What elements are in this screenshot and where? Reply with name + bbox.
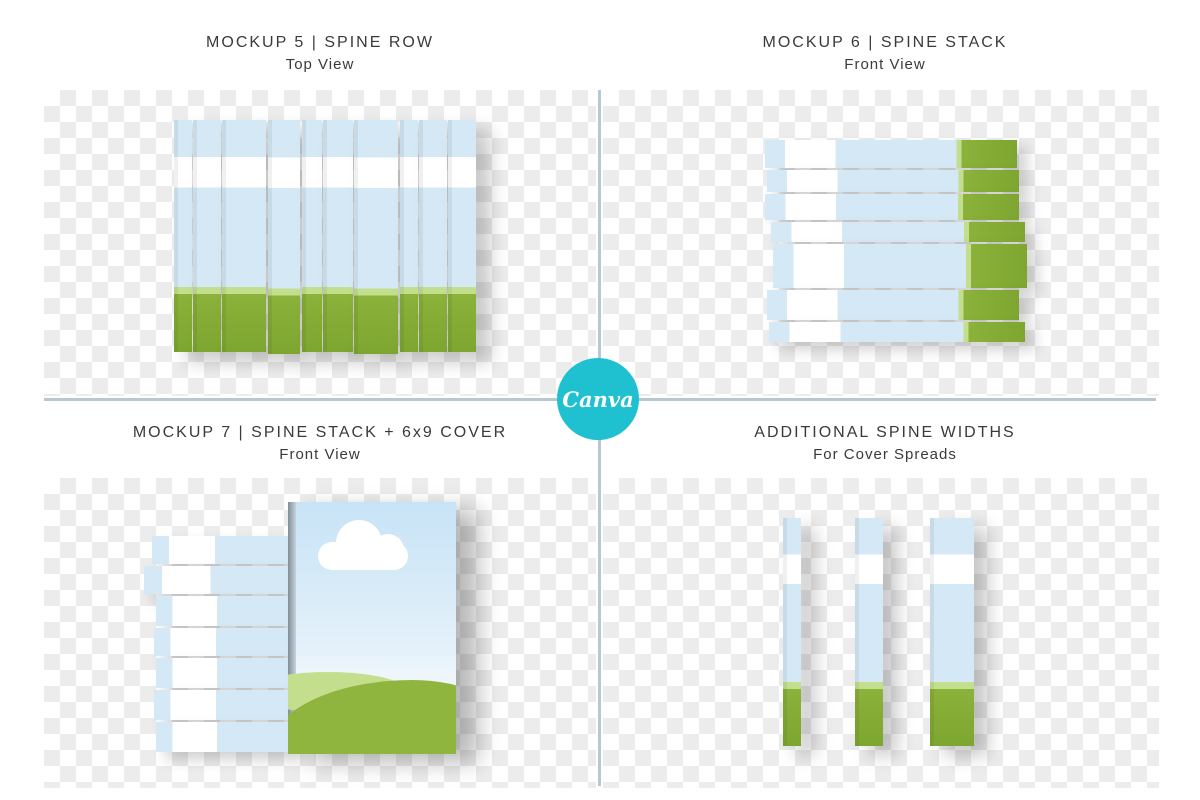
spine: [783, 518, 801, 746]
spine: [222, 120, 266, 352]
spine: [930, 518, 974, 746]
cloud: [372, 534, 404, 566]
panel-1-subtitle: Top View: [285, 56, 355, 73]
spine-widths-preview: [603, 478, 1159, 788]
spine: [767, 290, 1019, 320]
panel-2-title: MOCKUP 6 | SPINE STACK: [762, 34, 1008, 51]
spine: [765, 194, 1019, 220]
spine: [154, 690, 292, 720]
panel-1-heading: MOCKUP 5 | SPINE ROW Top View: [40, 32, 600, 76]
mockup-5-preview: [44, 90, 596, 396]
spine: [156, 658, 292, 688]
mockup-6-preview: [603, 90, 1159, 396]
spine: [302, 120, 322, 352]
spine: [323, 120, 353, 352]
spine: [767, 170, 1019, 192]
spine: [419, 120, 447, 352]
spine: [144, 566, 292, 594]
spine: [193, 120, 221, 352]
spine: [152, 536, 292, 564]
panel-3-subtitle: Front View: [279, 446, 361, 463]
panel-4-heading: ADDITIONAL SPINE WIDTHS For Cover Spread…: [605, 422, 1165, 466]
spine: [174, 120, 192, 352]
panel-2-heading: MOCKUP 6 | SPINE STACK Front View: [605, 32, 1165, 76]
spine: [855, 518, 883, 746]
cover-spine-edge: [288, 502, 296, 754]
panel-4-title: ADDITIONAL SPINE WIDTHS: [754, 424, 1016, 441]
spine: [156, 596, 292, 626]
panel-1-title: MOCKUP 5 | SPINE ROW: [206, 34, 434, 51]
spine: [765, 140, 1017, 168]
spine: [354, 120, 398, 354]
logo-text: Canva: [562, 386, 634, 412]
book-cover: [288, 502, 456, 754]
spine: [154, 628, 292, 656]
spine: [268, 120, 300, 354]
canva-logo: Canva: [557, 358, 639, 440]
spine: [400, 120, 418, 352]
spine: [156, 722, 292, 752]
spine: [773, 244, 1027, 288]
spine: [448, 120, 476, 352]
panel-3-heading: MOCKUP 7 | SPINE STACK + 6x9 COVER Front…: [40, 422, 600, 466]
panel-3-title: MOCKUP 7 | SPINE STACK + 6x9 COVER: [132, 424, 508, 441]
spine: [771, 222, 1025, 242]
panel-2-subtitle: Front View: [844, 56, 926, 73]
spine: [769, 322, 1025, 342]
panel-4-subtitle: For Cover Spreads: [813, 446, 957, 463]
